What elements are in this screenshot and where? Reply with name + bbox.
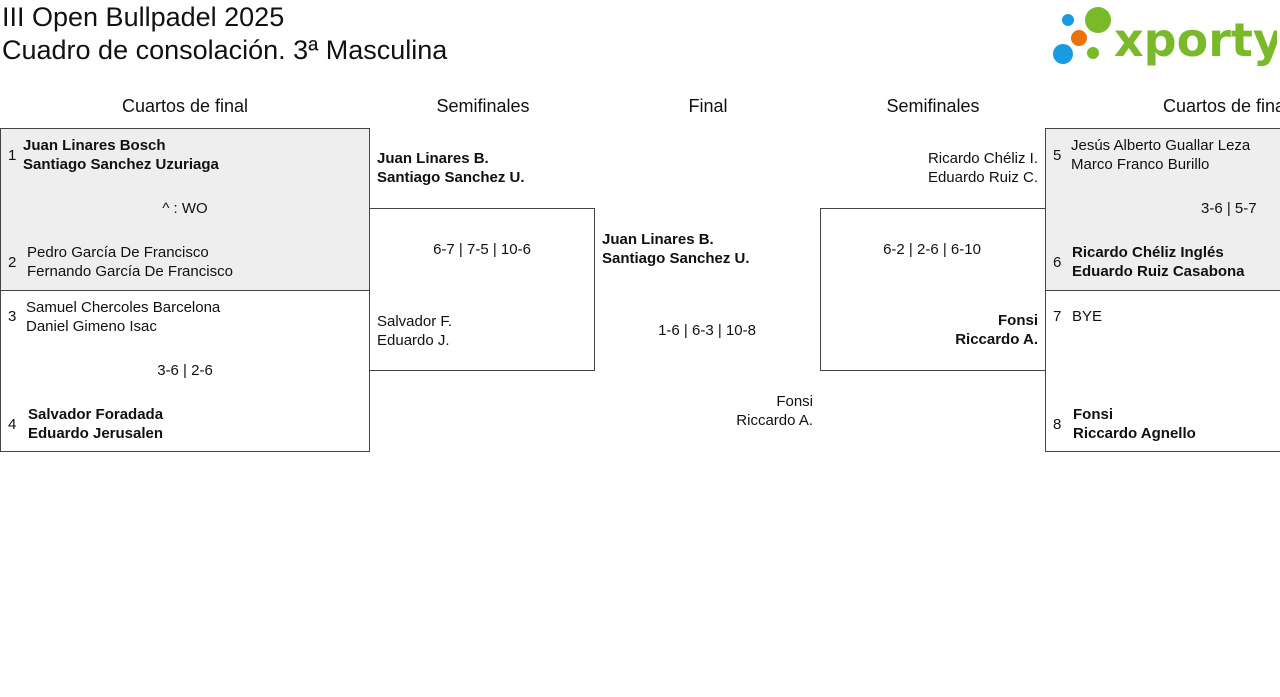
logo-text: xporty <box>1114 13 1277 66</box>
team-7[interactable]: BYE <box>1072 308 1103 325</box>
sf-right-team-1[interactable]: Ricardo Chéliz I.Eduardo Ruiz C. <box>927 150 1038 186</box>
round-header-qf-right: Cuartos de final <box>1163 96 1280 116</box>
match-score: 6-2 | 2-6 | 6-10 <box>883 241 981 258</box>
seed: 5 <box>1053 147 1062 164</box>
sf-left-team-1[interactable]: Juan Linares B.Santiago Sanchez U. <box>377 150 525 186</box>
logo-dots-icon: xporty <box>1053 7 1280 67</box>
round-header-sf-left: Semifinales <box>436 96 530 116</box>
final-team-1[interactable]: Juan Linares B.Santiago Sanchez U. <box>602 231 750 267</box>
match-qf-3[interactable] <box>1045 128 1280 291</box>
seed: 8 <box>1053 416 1062 433</box>
match-score: 3-6 | 2-6 <box>157 362 213 379</box>
match-qf-1[interactable] <box>0 128 370 291</box>
seed: 2 <box>8 254 17 271</box>
round-header-qf-left: Cuartos de final <box>121 96 249 116</box>
match-score: 6-7 | 7-5 | 10-6 <box>433 241 531 258</box>
page-title: III Open Bullpadel 2025 <box>2 2 285 32</box>
match-sf-left[interactable] <box>369 208 595 371</box>
match-score: 3-6 | 5-7 <box>1201 200 1257 217</box>
page-subtitle: Cuadro de consolación. 3ª Masculina <box>2 35 448 65</box>
xporty-logo[interactable]: xporty <box>1052 4 1280 67</box>
round-header-final: Final <box>688 96 728 116</box>
seed: 1 <box>8 147 17 164</box>
match-qf-2[interactable] <box>0 290 370 452</box>
match-qf-4[interactable] <box>1045 290 1280 452</box>
match-score: ^ : WO <box>162 200 208 217</box>
round-header-sf-right: Semifinales <box>886 96 980 116</box>
final-score: 1-6 | 6-3 | 10-8 <box>658 322 756 339</box>
sf-left-team-2[interactable]: Salvador F.Eduardo J. <box>377 313 453 349</box>
seed: 7 <box>1053 308 1062 325</box>
seed: 4 <box>8 416 17 433</box>
seed: 3 <box>8 308 17 325</box>
seed: 6 <box>1053 254 1062 271</box>
